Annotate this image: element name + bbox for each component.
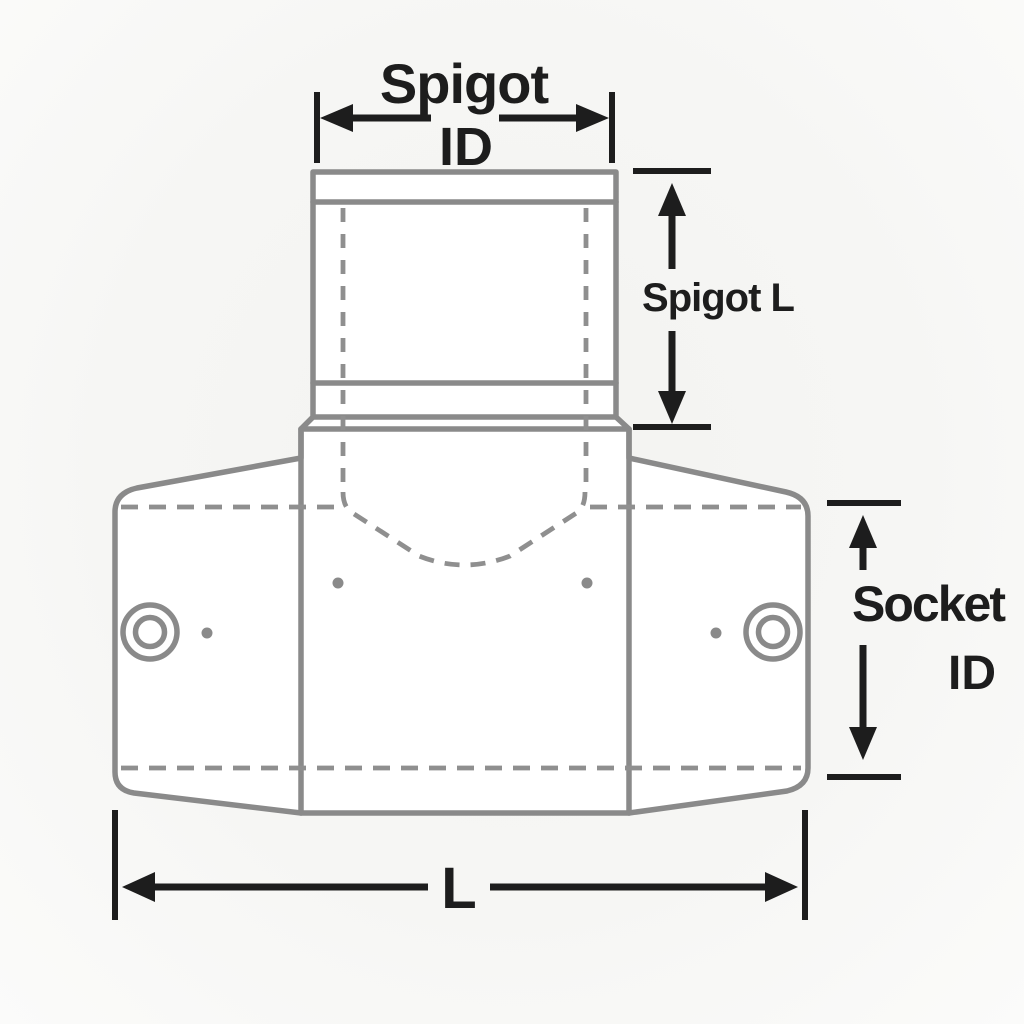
dim-overall-length: L	[112, 810, 808, 921]
left-boss-outer-ring	[120, 602, 180, 662]
socket-id-label-line1: Socket	[852, 576, 1006, 632]
pin-mark-left-dot	[201, 627, 213, 639]
dim-socket-id: Socket ID	[827, 500, 1008, 780]
spigot-id-label-line1: Spigot	[380, 52, 549, 115]
dim-spigot-id: Spigot ID	[314, 52, 615, 177]
pin-mark-right-dot	[710, 627, 722, 639]
spigot-id-left-arrowhead	[320, 104, 353, 132]
length-right-arrowhead	[765, 872, 798, 902]
spigot-l-label: Spigot L	[642, 276, 795, 320]
spigot-l-down-arrowhead	[658, 391, 686, 424]
spigot-id-right-arrowhead	[576, 104, 609, 132]
socket-id-up-arrowhead	[849, 515, 877, 548]
pin-mark-center-right-dot	[581, 577, 593, 589]
pin-mark-center-left-dot	[332, 577, 344, 589]
socket-id-down-arrowhead	[849, 727, 877, 760]
fitting-body	[112, 169, 811, 816]
right-boss-outer-ring	[743, 602, 803, 662]
dim-spigot-length: Spigot L	[633, 168, 796, 430]
spigot-id-label-line2: ID	[439, 117, 493, 177]
socket-id-label-line2: ID	[948, 647, 996, 700]
bore-saddle-dashed	[340, 491, 588, 568]
length-left-arrowhead	[122, 872, 155, 902]
fitting-silhouette	[112, 169, 811, 816]
length-label: L	[441, 856, 476, 921]
left-boss-inner-ring	[132, 614, 168, 650]
spigot-l-up-arrowhead	[658, 183, 686, 216]
right-boss-inner-ring	[755, 614, 791, 650]
